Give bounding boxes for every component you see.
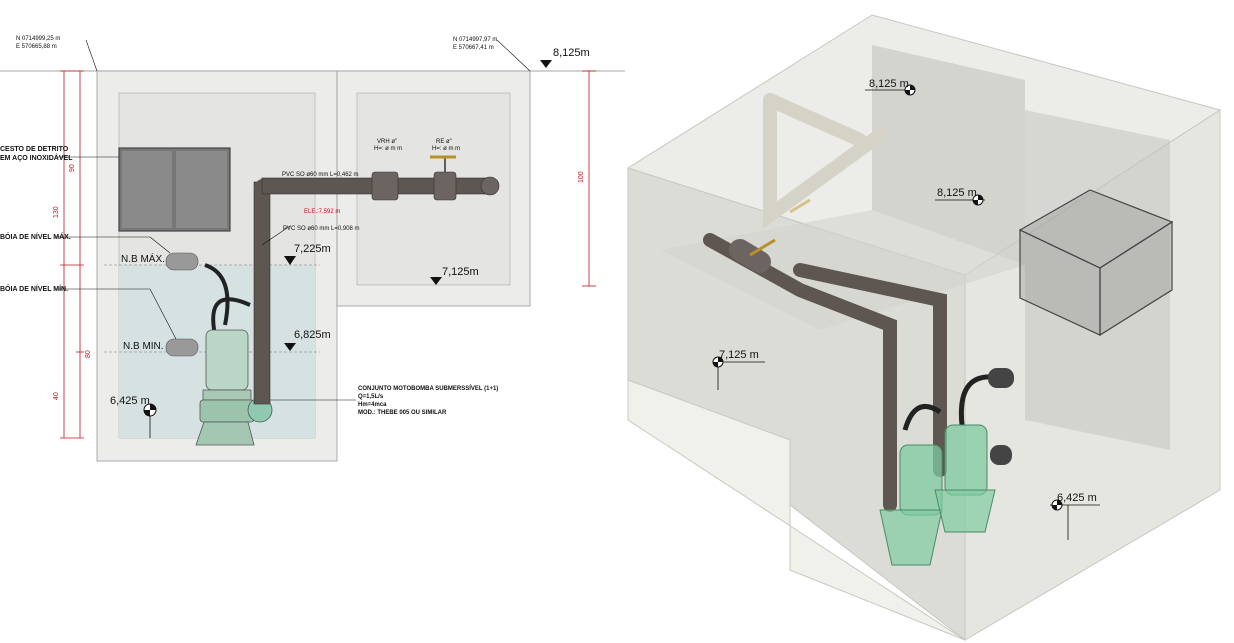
iso-level-mid: 7,125 m: [719, 349, 759, 361]
gate-valve-label-1: RE ø": [436, 139, 452, 145]
section-view: N 0714999,25 m E 570665,88 m N 0714997,9…: [0, 36, 625, 462]
gate-valve-label-2: H=: ø m m: [432, 146, 460, 152]
dim-80: 80: [85, 350, 92, 358]
pump-title: CONJUNTO MOTOBOMBA SUBMERSSÍVEL (1+1): [358, 384, 498, 392]
level-inlet: 7,225m: [294, 243, 331, 255]
coord-right-north: N 0714997,97 m: [453, 37, 497, 43]
iso-level-top-left: 8,125 m: [869, 78, 909, 90]
iso-basket: [1018, 189, 1174, 337]
dim-40: 40: [53, 392, 60, 400]
coord-right-east: E 570667,41 m: [453, 45, 494, 51]
isometric-view: 8,125 m 8,125 m 7,125 m 6,425 m: [626, 14, 1222, 642]
float-max-label: BÓIA DE NÍVEL MÁX.: [0, 232, 71, 241]
float-max: [165, 252, 199, 271]
iso-pumps: [879, 368, 1014, 566]
coord-left-north: N 0714999,25 m: [16, 36, 60, 42]
level-nb-min: 6,825m: [294, 329, 331, 341]
elevation-label: ELE.:7,592 m: [304, 209, 340, 215]
float-min-label: BÓIA DE NÍVEL MÍN.: [0, 284, 68, 293]
gate-valve: [433, 171, 457, 201]
level-top: 8,125m: [553, 47, 590, 59]
float-min: [165, 338, 199, 357]
riser-pipe: [253, 181, 271, 405]
nb-min-label: N.B MIN.: [123, 341, 164, 352]
iso-level-top-right: 8,125 m: [937, 187, 977, 199]
pump-flow: Q=1,5L/s: [358, 394, 384, 400]
pump-model: MOD.: THEBE 005 OU SIMILAR: [358, 410, 447, 416]
check-valve: [371, 171, 399, 201]
pipe-horizontal-label: PVC SO ø60 mm L=0,462 m: [282, 172, 359, 178]
basket-label-line2: EM AÇO INOXIDÁVEL: [0, 153, 73, 162]
level-valve-floor: 7,125m: [442, 266, 479, 278]
pipe-vertical-label: PVC SO ø60 mm L=0,908 m: [283, 226, 360, 232]
dim-90: 90: [69, 164, 76, 172]
iso-level-bottom: 6,425 m: [1057, 492, 1097, 504]
coord-left-east: E 570665,88 m: [16, 44, 57, 50]
check-valve-label-1: VRH ø": [377, 139, 397, 145]
dim-130: 130: [53, 206, 60, 218]
level-bottom: 6,425 m: [110, 395, 150, 407]
nb-max-label: N.B MÁX.: [121, 252, 165, 265]
dim-100: 100: [578, 171, 585, 183]
iso-pipes: [703, 93, 947, 512]
basket-label-line1: CESTO DE DETRITO: [0, 146, 69, 153]
pump-head: Hm=4mca: [358, 402, 387, 408]
check-valve-label-2: H=: ø m m: [374, 146, 402, 152]
